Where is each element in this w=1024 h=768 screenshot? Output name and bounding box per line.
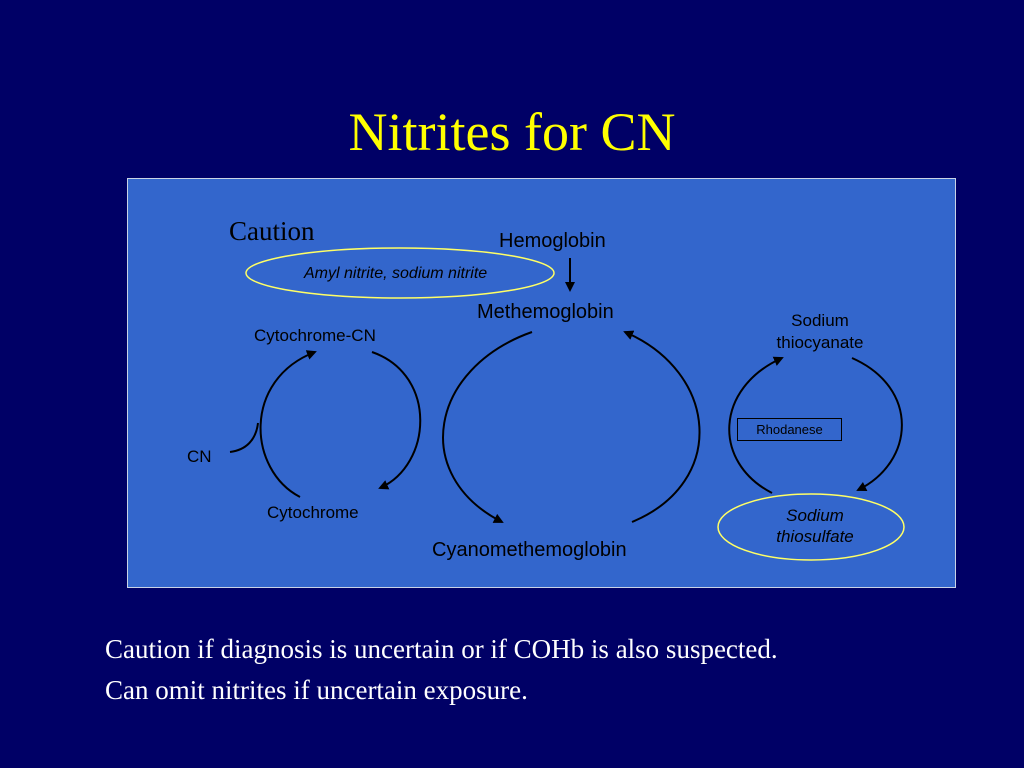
cytochrome-to-cytochrome-cn-arrow <box>259 350 317 498</box>
nitrites-label: Amyl nitrite, sodium nitrite <box>304 265 488 282</box>
diagram-panel <box>127 178 956 588</box>
cytochrome-cn-to-cytochrome-arrow <box>371 351 422 490</box>
hemoglobin-label: Hemoglobin <box>499 230 606 252</box>
caution-label: Caution <box>229 216 315 246</box>
methemoglobin-to-cyanomethemoglobin-arrow <box>442 331 533 523</box>
cytochrome-cn-label: Cytochrome-CN <box>254 326 376 345</box>
nitrites-highlight-ellipse <box>245 247 555 299</box>
note-omit-nitrites: Can omit nitrites if uncertain exposure. <box>105 675 528 705</box>
rhodanese-box: Rhodanese <box>737 418 842 441</box>
cytochrome-label: Cytochrome <box>267 503 359 522</box>
sodium-thiosulfate-line-1: Sodium <box>786 506 844 525</box>
methemoglobin-label: Methemoglobin <box>477 301 614 323</box>
thiosulfate-to-thiocyanate-arrow <box>728 356 784 494</box>
cn-entry-arrow <box>229 422 259 453</box>
sodium-thiosulfate-label: Sodium thiosulfate <box>745 505 885 547</box>
sodium-thiocyanate-line-1: Sodium <box>791 311 849 330</box>
cyanomethemoglobin-to-methemoglobin-arrow <box>623 330 701 523</box>
thiocyanate-to-thiosulfate-arrow <box>851 357 903 491</box>
note-caution: Caution if diagnosis is uncertain or if … <box>105 634 778 664</box>
thiosulfate-highlight-ellipse <box>717 493 905 561</box>
sodium-thiocyanate-label: Sodium thiocyanate <box>750 310 890 354</box>
sodium-thiosulfate-line-2: thiosulfate <box>776 527 854 546</box>
cn-label: CN <box>187 447 212 466</box>
cyanomethemoglobin-label: Cyanomethemoglobin <box>432 539 627 561</box>
sodium-thiocyanate-line-2: thiocyanate <box>776 333 864 352</box>
slide-title: Nitrites for CN <box>348 102 676 162</box>
